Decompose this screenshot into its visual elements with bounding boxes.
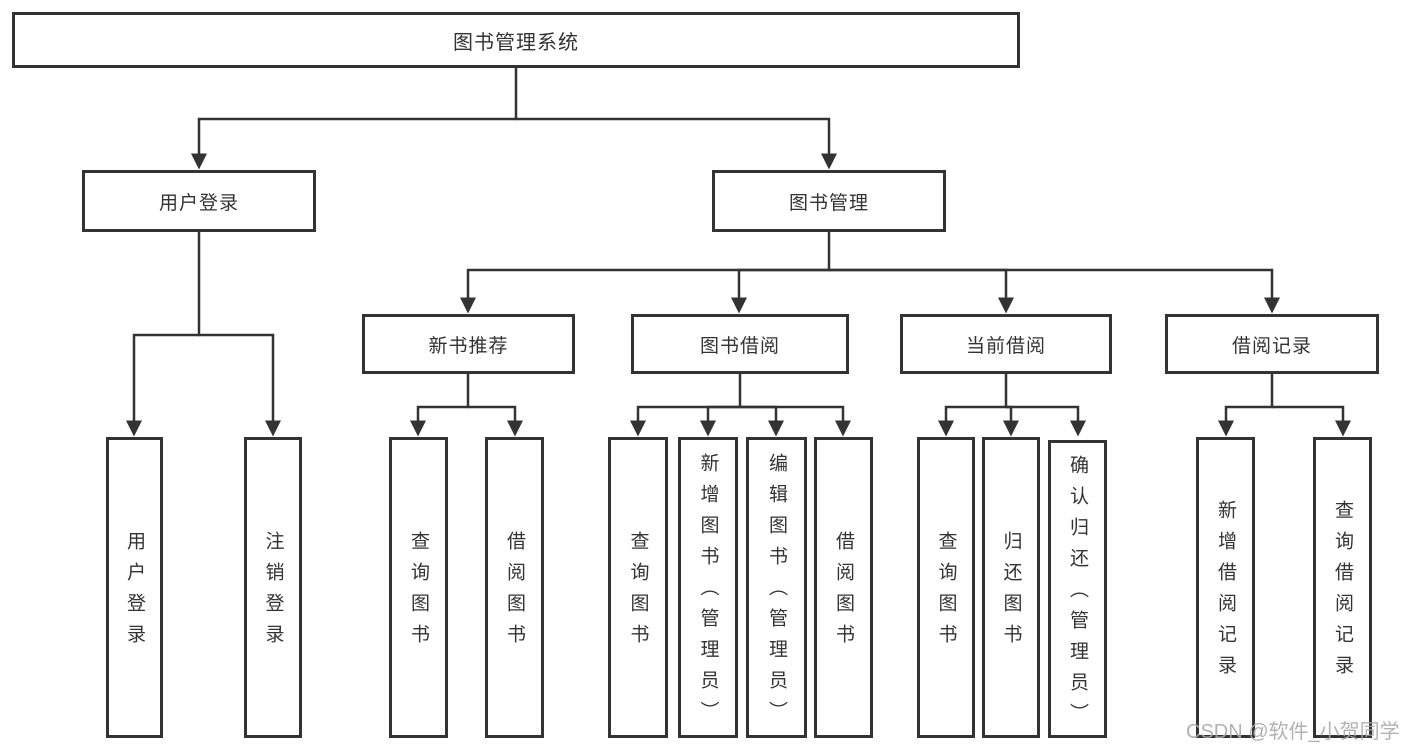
leaf-query-books-recommend: 查询图书 <box>389 437 448 738</box>
node-user-login: 用户登录 <box>82 170 316 232</box>
leaf-query-books-borrowing-label: 查询图书 <box>627 530 649 655</box>
leaf-edit-book-admin: 编辑图书（管理员） <box>746 437 807 738</box>
leaf-confirm-return-admin-label: 确认归还（管理员） <box>1067 454 1088 734</box>
leaf-logout: 注销登录 <box>244 437 302 738</box>
leaf-user-login: 用户登录 <box>106 437 163 738</box>
node-root: 图书管理系统 <box>12 12 1020 68</box>
leaf-query-books-current-label: 查询图书 <box>935 530 957 655</box>
leaf-return-books-label: 归还图书 <box>1000 530 1022 655</box>
node-book-management-label: 图书管理 <box>788 192 869 214</box>
node-root-label: 图书管理系统 <box>453 31 579 54</box>
leaf-add-book-admin-label: 新增图书（管理员） <box>697 453 719 732</box>
leaf-borrow-books-borrowing-label: 借阅图书 <box>833 530 854 655</box>
node-current-borrowing-label: 当前借阅 <box>965 335 1046 357</box>
leaf-query-books-current: 查询图书 <box>917 437 975 738</box>
leaf-logout-label: 注销登录 <box>262 530 284 655</box>
leaf-return-books: 归还图书 <box>982 437 1040 738</box>
node-current-borrowing: 当前借阅 <box>900 314 1112 374</box>
leaf-query-borrow-record: 查询借阅记录 <box>1313 437 1372 738</box>
node-borrowing-records-label: 借阅记录 <box>1231 335 1312 357</box>
leaf-borrow-books-recommend-label: 借阅图书 <box>504 530 525 655</box>
leaf-add-borrow-record: 新增借阅记录 <box>1196 437 1255 738</box>
leaf-borrow-books-borrowing: 借阅图书 <box>814 437 873 738</box>
node-new-book-recommendation: 新书推荐 <box>362 314 575 374</box>
node-book-borrowing-label: 图书借阅 <box>699 335 780 357</box>
node-new-book-recommendation-label: 新书推荐 <box>428 335 509 357</box>
leaf-borrow-books-recommend: 借阅图书 <box>485 437 544 738</box>
csdn-watermark: CSDN @软件_小贺同学 <box>1186 721 1400 743</box>
leaf-user-login-label: 用户登录 <box>124 530 145 655</box>
leaf-query-books-recommend-label: 查询图书 <box>408 530 429 655</box>
node-book-borrowing: 图书借阅 <box>631 314 849 374</box>
node-borrowing-records: 借阅记录 <box>1165 314 1379 374</box>
leaf-query-borrow-record-label: 查询借阅记录 <box>1332 499 1353 686</box>
leaf-edit-book-admin-label: 编辑图书（管理员） <box>766 453 787 732</box>
leaf-confirm-return-admin: 确认归还（管理员） <box>1048 440 1107 738</box>
node-book-management: 图书管理 <box>712 170 946 232</box>
leaf-query-books-borrowing: 查询图书 <box>608 437 668 738</box>
leaf-add-book-admin: 新增图书（管理员） <box>678 437 738 738</box>
node-user-login-label: 用户登录 <box>158 192 239 214</box>
leaf-add-borrow-record-label: 新增借阅记录 <box>1215 499 1236 686</box>
